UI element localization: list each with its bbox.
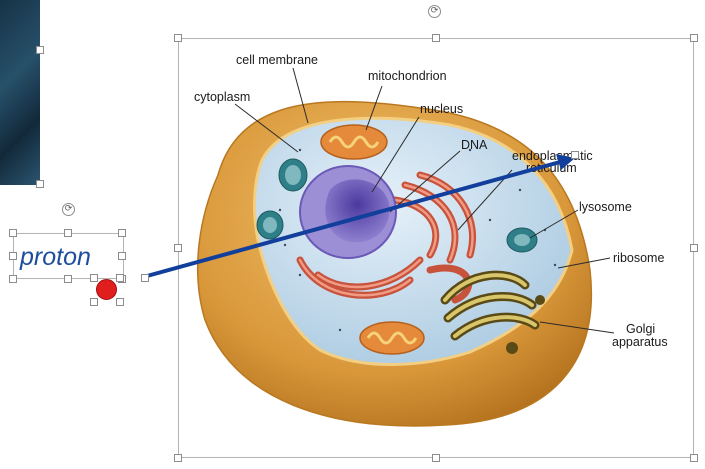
mitochondrion-shape: [321, 125, 387, 159]
label-ribosome: ribosome: [613, 251, 664, 265]
label-nucleus: nucleus: [420, 102, 463, 116]
arrow-start-handle[interactable]: [141, 274, 149, 282]
resize-handle[interactable]: [116, 298, 124, 306]
label-golgi-line1: Golgi: [626, 322, 655, 336]
label-golgi-line2: apparatus: [612, 335, 668, 349]
label-cytoplasm: cytoplasm: [194, 90, 250, 104]
red-dot-shape[interactable]: [96, 279, 117, 300]
arrow-end-handle[interactable]: [571, 151, 579, 159]
mitochondrion-shape: [360, 322, 424, 354]
resize-handle[interactable]: [90, 274, 98, 282]
label-cell-membrane: cell membrane: [236, 53, 318, 67]
label-mitochondrion: mitochondrion: [368, 69, 447, 83]
resize-handle[interactable]: [116, 274, 124, 282]
label-lysosome: lysosome: [579, 200, 632, 214]
resize-handle[interactable]: [90, 298, 98, 306]
label-dna: DNA: [461, 138, 488, 152]
